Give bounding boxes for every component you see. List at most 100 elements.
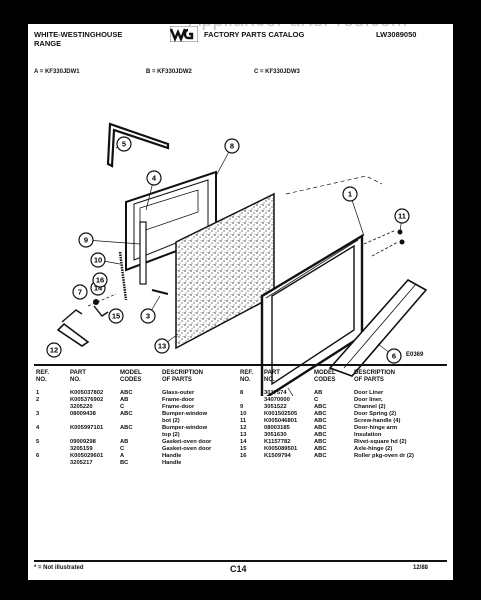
cell-ref: 8: [240, 390, 244, 396]
cell-part: K005029601: [70, 453, 104, 459]
cell-part: K005089501: [264, 446, 298, 452]
cell-part: 3205220: [70, 404, 93, 410]
cell-model: ABC: [314, 453, 327, 459]
cell-desc: Door liner,: [354, 397, 383, 403]
cell-model: ABC: [120, 411, 133, 417]
callout-balloon: [224, 138, 240, 154]
cell-model: AB: [120, 397, 129, 403]
exploded-door-diagram: 12345678910111213141516: [46, 122, 428, 396]
cell-model: ABC: [120, 425, 133, 431]
callout-balloon: [116, 136, 132, 152]
table-row: bot (2): [36, 418, 230, 425]
callout-leader: [85, 239, 141, 245]
cell-model: ABC: [314, 418, 327, 424]
channel-part: [139, 221, 147, 285]
cell-desc: bot (2): [162, 418, 180, 424]
cell-part: K005046801: [264, 418, 298, 424]
callout-number: 9: [84, 236, 88, 245]
table-bottom-rule: [34, 560, 447, 562]
callout-number: 16: [96, 276, 104, 285]
table-row: 34070000 C Door liner,: [240, 397, 436, 404]
revision-date: 12/88: [413, 565, 429, 571]
callout-leader: [287, 387, 294, 396]
cell-model: ABC: [314, 404, 327, 410]
model-c: C = KF330JDW3: [254, 69, 300, 75]
cell-ref: 4: [36, 425, 40, 431]
cell-part: [70, 418, 120, 425]
gasket-oven-door: [106, 122, 170, 168]
cell-desc: Handle: [162, 453, 182, 459]
cell-desc: Gasket-oven door: [162, 446, 212, 452]
callout-number: 6: [392, 352, 396, 361]
cell-part: 3051522: [264, 404, 287, 410]
cell-model: [120, 432, 162, 439]
cell-part: K005037802: [70, 390, 104, 396]
cell-model: A: [120, 453, 125, 459]
cell-part: 3205159: [70, 446, 93, 452]
callout-number: 1: [348, 190, 352, 199]
cell-part: 08009438: [70, 411, 96, 417]
brand-logo-icon: [170, 26, 198, 42]
callout-number: 7: [78, 288, 82, 297]
cell-ref: [36, 446, 70, 453]
cell-desc: Roller pkg-oven dr (2): [354, 453, 414, 459]
table-top-rule: [34, 364, 447, 366]
cell-model: C: [314, 397, 319, 403]
callout-number: 13: [158, 342, 166, 351]
cell-model: AB: [120, 439, 129, 445]
callout-balloon: [140, 308, 156, 324]
cell-desc: Rivet-square hd (2): [354, 439, 407, 445]
cell-desc: Bumper-window: [162, 411, 208, 417]
page-number: C14: [230, 564, 247, 574]
cell-desc: Door Liner: [354, 390, 384, 396]
cell-desc: Gasket-oven door: [162, 439, 212, 445]
cell-part: K005376902: [70, 397, 104, 403]
cell-ref: 10: [240, 411, 247, 417]
cell-model: ABC: [314, 446, 327, 452]
cell-part: 34070000: [264, 397, 290, 403]
callout-number: 10: [94, 256, 102, 265]
cell-ref: 2: [36, 397, 40, 403]
cell-desc: Insulation: [354, 432, 382, 438]
cell-ref: 13: [240, 432, 247, 438]
cell-ref: 11: [240, 418, 247, 424]
door-spring: [118, 251, 128, 301]
cell-part: 3205217: [70, 460, 93, 466]
callout-balloon: [72, 284, 88, 300]
callout-balloon: [46, 342, 62, 358]
catalog-title: FACTORY PARTS CATALOG: [204, 30, 305, 39]
cell-ref: [240, 397, 264, 404]
door-hinge-arm: [56, 322, 90, 347]
callout-balloon: [146, 170, 162, 186]
cell-model: C: [120, 404, 125, 410]
callout-number: 15: [112, 312, 120, 321]
cell-part: K001502505: [264, 411, 298, 417]
callout-number: 5: [122, 140, 126, 149]
callout-number: 14: [94, 284, 103, 293]
cell-ref: [36, 460, 70, 467]
cell-part: K1509794: [264, 453, 291, 459]
cell-part: K005997101: [70, 425, 104, 431]
cell-desc: Door Spring (2): [354, 411, 397, 417]
cell-ref: 14: [240, 439, 247, 445]
cell-desc: Glass-outer: [162, 390, 195, 396]
col-ref: REF.NO.: [36, 370, 50, 383]
cell-model: C: [120, 446, 125, 452]
